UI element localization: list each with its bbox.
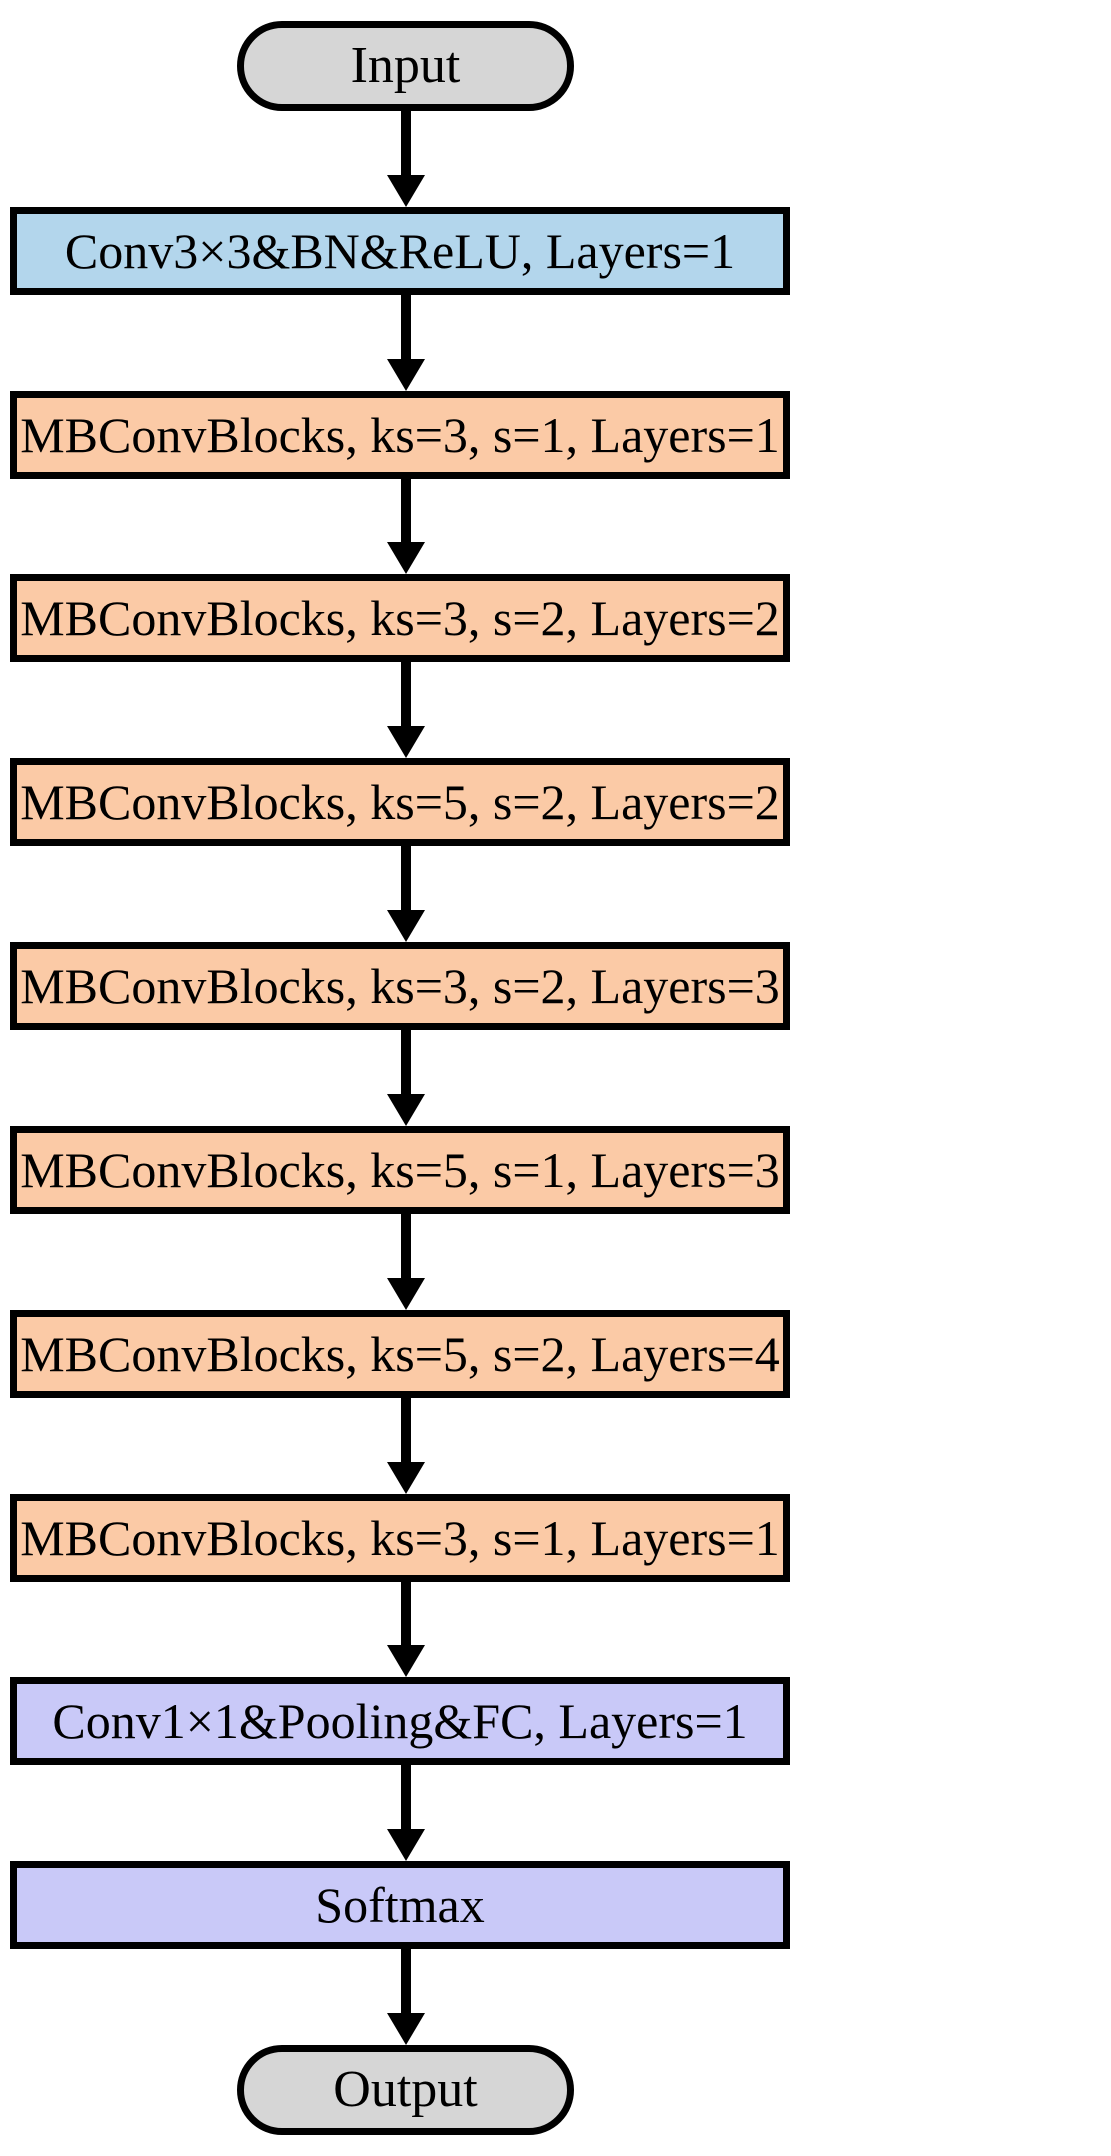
node-mbconv-5[interactable]: MBConvBlocks, ks=5, s=1, Layers=3 — [10, 1125, 790, 1214]
node-softmax[interactable]: Softmax — [10, 1861, 790, 1950]
node-mbconv-6-label: MBConvBlocks, ks=5, s=2, Layers=4 — [20, 1325, 780, 1382]
node-mbconv-4-label: MBConvBlocks, ks=3, s=2, Layers=3 — [20, 958, 780, 1015]
node-head[interactable]: Conv1×1&Pooling&FC, Layers=1 — [10, 1677, 790, 1766]
node-mbconv-1[interactable]: MBConvBlocks, ks=3, s=1, Layers=1 — [10, 390, 790, 479]
node-head-label: Conv1×1&Pooling&FC, Layers=1 — [52, 1693, 748, 1750]
node-mbconv-7[interactable]: MBConvBlocks, ks=3, s=1, Layers=1 — [10, 1493, 790, 1582]
node-mbconv-5-label: MBConvBlocks, ks=5, s=1, Layers=3 — [20, 1141, 780, 1198]
node-mbconv-2[interactable]: MBConvBlocks, ks=3, s=2, Layers=2 — [10, 574, 790, 663]
node-mbconv-3[interactable]: MBConvBlocks, ks=5, s=2, Layers=2 — [10, 758, 790, 847]
node-input-label: Input — [350, 37, 461, 94]
node-conv-stem[interactable]: Conv3×3&BN&ReLU, Layers=1 — [10, 206, 790, 295]
node-mbconv-1-label: MBConvBlocks, ks=3, s=1, Layers=1 — [20, 406, 780, 463]
node-mbconv-6[interactable]: MBConvBlocks, ks=5, s=2, Layers=4 — [10, 1309, 790, 1398]
node-mbconv-4[interactable]: MBConvBlocks, ks=3, s=2, Layers=3 — [10, 942, 790, 1031]
node-input[interactable]: Input — [237, 21, 574, 111]
node-output[interactable]: Output — [237, 2045, 574, 2135]
node-output-label: Output — [333, 2061, 478, 2118]
node-mbconv-2-label: MBConvBlocks, ks=3, s=2, Layers=2 — [20, 590, 780, 647]
node-mbconv-3-label: MBConvBlocks, ks=5, s=2, Layers=2 — [20, 774, 780, 831]
node-conv-stem-label: Conv3×3&BN&ReLU, Layers=1 — [64, 222, 736, 279]
node-softmax-label: Softmax — [315, 1877, 485, 1934]
node-mbconv-7-label: MBConvBlocks, ks=3, s=1, Layers=1 — [20, 1509, 780, 1566]
